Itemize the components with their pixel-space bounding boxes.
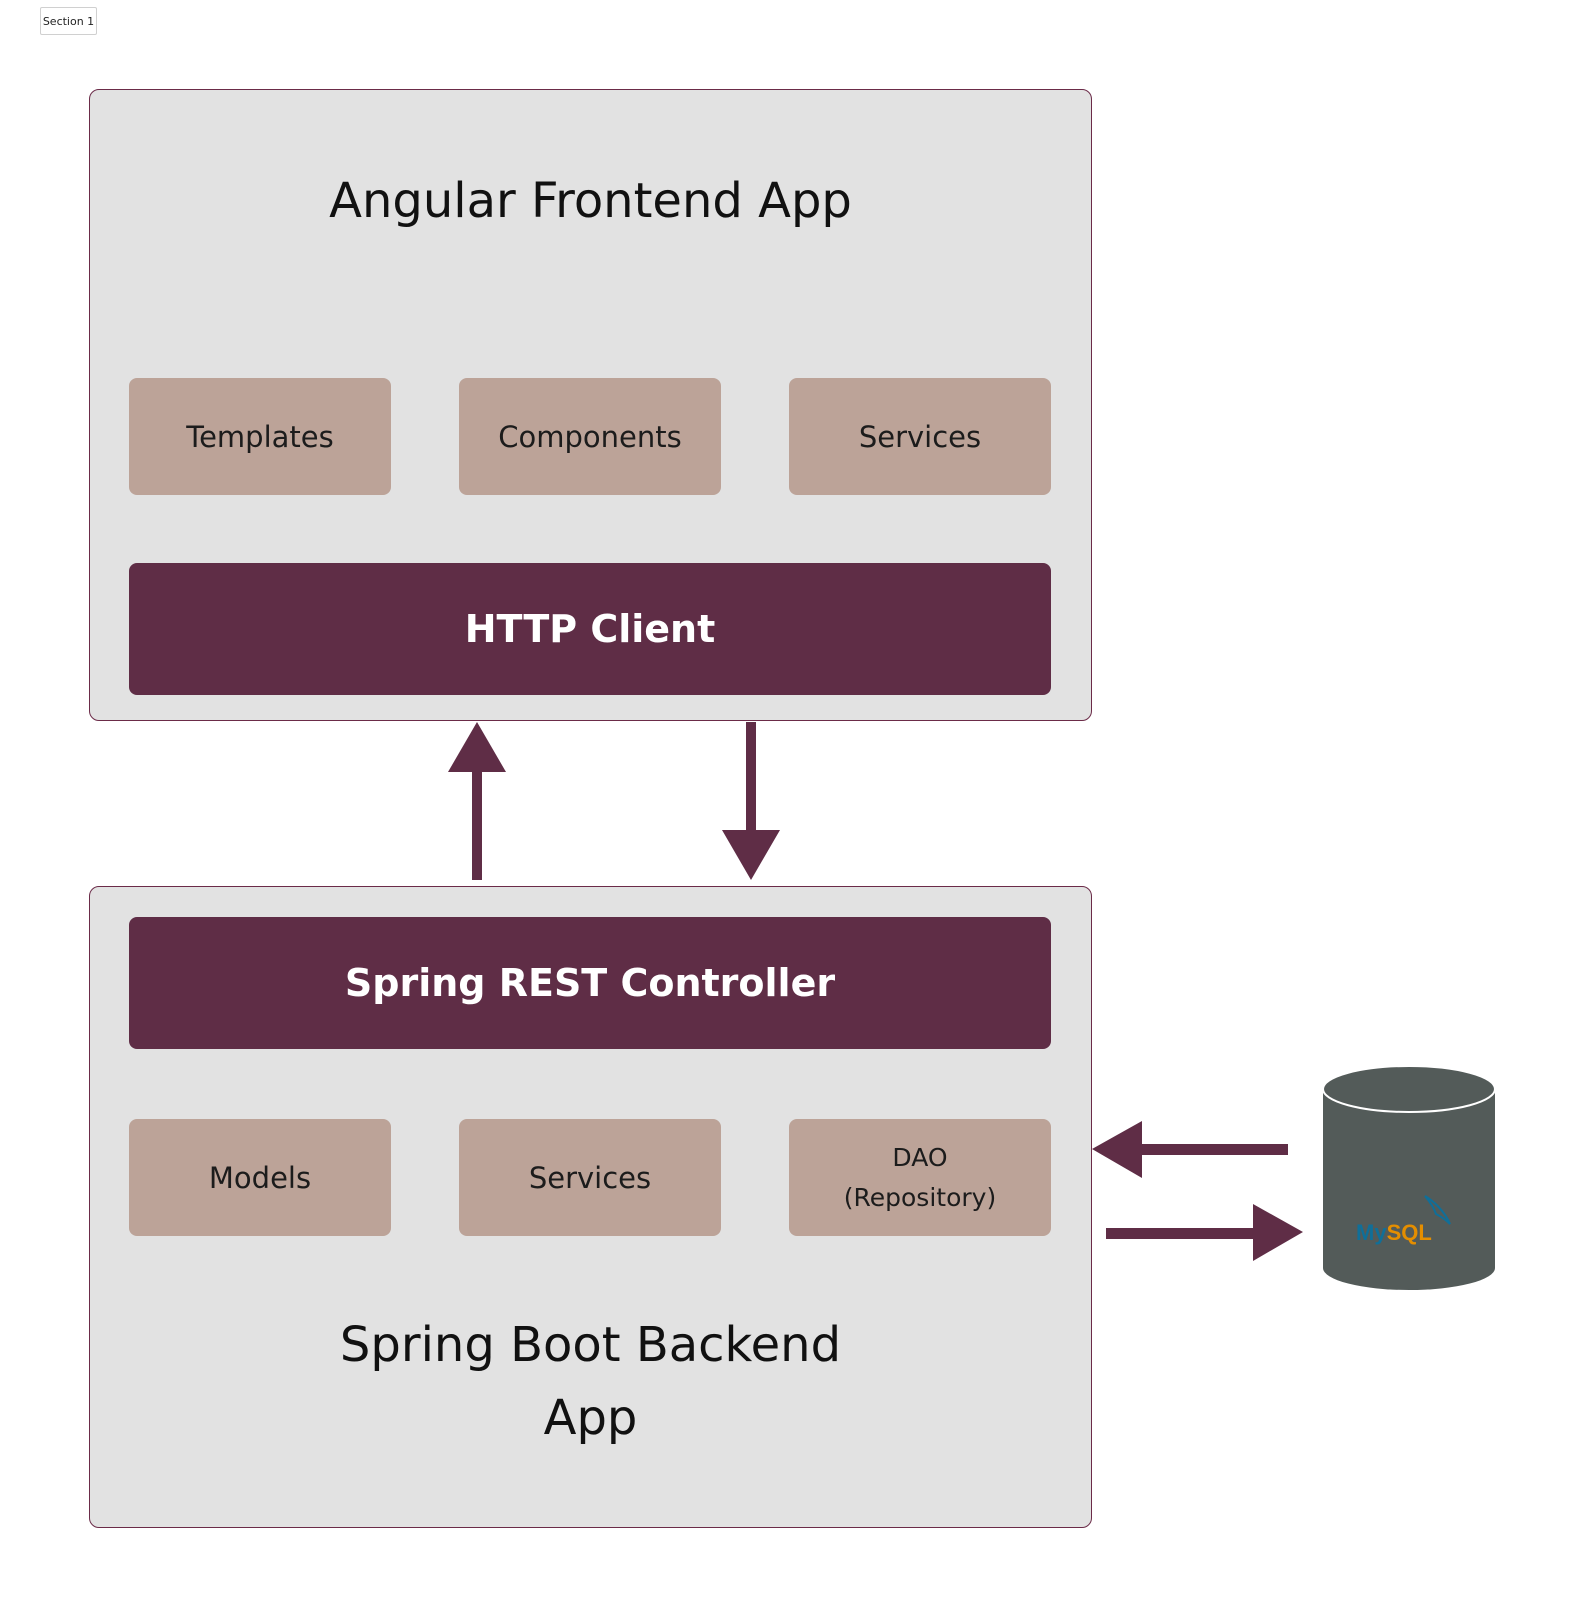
rest-controller-bar: Spring REST Controller <box>129 917 1051 1049</box>
frontend-module-templates: Templates <box>129 378 391 495</box>
arrow-down-request <box>722 722 780 880</box>
section-label[interactable]: Section 1 <box>40 7 97 35</box>
http-client-bar: HTTP Client <box>129 563 1051 695</box>
mysql-dolphin-icon <box>1424 1195 1451 1225</box>
frontend-module-services: Services <box>789 378 1051 495</box>
arrow-left-db-to-dao <box>1092 1121 1288 1178</box>
backend-module-models: Models <box>129 1119 391 1236</box>
backend-module-dao: DAO (Repository) <box>789 1119 1051 1236</box>
backend-title-line1: Spring Boot Backend <box>339 1317 842 1373</box>
frontend-title: Angular Frontend App <box>329 173 852 229</box>
backend-module-services: Services <box>459 1119 721 1236</box>
mysql-database-icon: MySQL <box>1322 1065 1496 1290</box>
frontend-module-components: Components <box>459 378 721 495</box>
backend-title-line2: App <box>543 1390 638 1446</box>
mysql-logo-text: MySQL <box>1356 1220 1432 1245</box>
arrow-right-dao-to-db <box>1106 1204 1303 1261</box>
arrow-up-response <box>448 722 506 880</box>
